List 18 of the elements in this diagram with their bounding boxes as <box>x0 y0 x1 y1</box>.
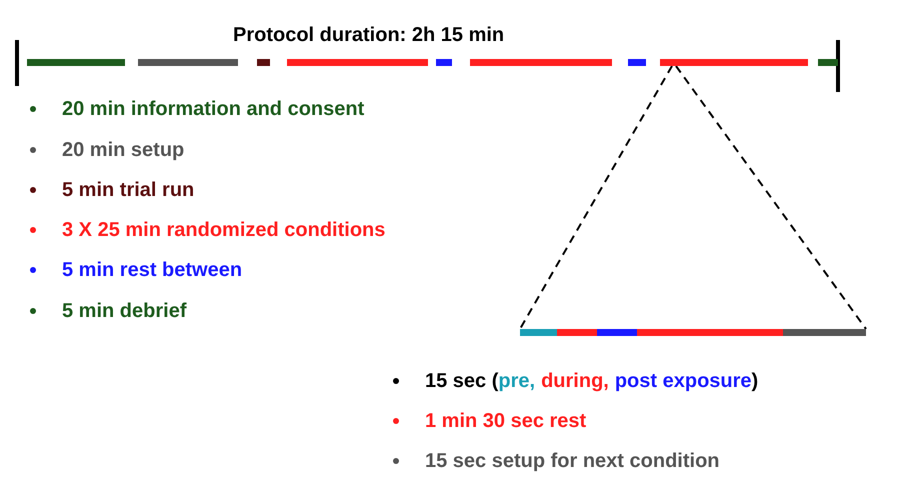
legend-text: 5 min trial run <box>62 178 194 203</box>
legend-text: 15 sec ( <box>425 369 498 394</box>
zoom-line <box>519 66 673 330</box>
legend-text: pre, <box>498 369 536 394</box>
zoom-line <box>675 65 867 330</box>
title: Protocol duration: 2h 15 min <box>233 23 504 48</box>
legend-text: ) <box>752 369 758 394</box>
condition-detail-bar <box>520 329 866 336</box>
legend-text: 5 min debrief <box>62 299 186 324</box>
legend-text: 1 min 30 sec rest <box>425 409 586 434</box>
legend-text: during, <box>541 369 609 394</box>
legend-text: 5 min rest between <box>62 258 242 283</box>
legend-text: 3 X 25 min randomized conditions <box>62 218 386 243</box>
legend-text: 15 sec setup for next condition <box>425 449 720 474</box>
legend-text: post exposure <box>614 369 752 394</box>
legend-text: 20 min setup <box>62 138 184 163</box>
timeline-segment <box>660 59 808 66</box>
legend-text: 20 min information and consent <box>62 97 364 122</box>
